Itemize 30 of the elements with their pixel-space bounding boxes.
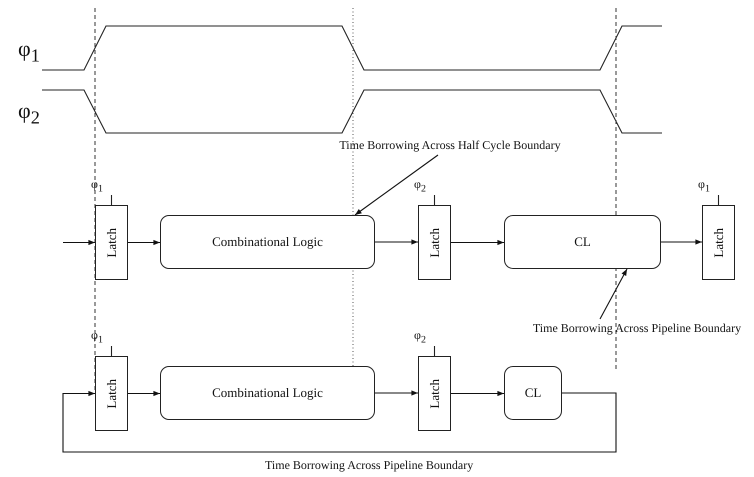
clock-label: φ$_{2}$ bbox=[414, 328, 426, 346]
callout-text: Time Borrowing Across Pipeline Boundary bbox=[520, 320, 754, 336]
logic-block: CL bbox=[504, 366, 562, 420]
callout-text: Time Borrowing Across Half Cycle Boundary bbox=[320, 137, 580, 153]
latch-box: Latch bbox=[95, 205, 128, 280]
latch-box: Latch bbox=[702, 205, 735, 280]
caption-text: Time Borrowing Across Pipeline Boundary bbox=[265, 458, 474, 473]
clock-label: φ$_{1}$ bbox=[91, 177, 103, 194]
arrow bbox=[600, 268, 628, 320]
clock-signal-label: φ$_{1}$ bbox=[18, 36, 40, 66]
arrow bbox=[375, 390, 418, 396]
latch-box: Latch bbox=[418, 205, 451, 280]
arrow bbox=[451, 390, 504, 396]
latch-box: Latch bbox=[95, 356, 128, 431]
clock-label: φ$_{1}$ bbox=[91, 328, 103, 346]
arrow bbox=[661, 239, 702, 245]
logic-block: Combinational Logic bbox=[160, 215, 375, 269]
arrow bbox=[62, 390, 617, 453]
arrow bbox=[128, 390, 160, 396]
logic-block: Combinational Logic bbox=[160, 366, 375, 420]
arrow bbox=[128, 240, 160, 246]
clock-label: φ$_{2}$ bbox=[414, 177, 426, 194]
arrow bbox=[375, 239, 418, 245]
arrow bbox=[63, 240, 95, 246]
logic-block: CL bbox=[504, 215, 661, 269]
arrow bbox=[451, 240, 504, 246]
clock-label: φ$_{1}$ bbox=[698, 177, 710, 194]
clock-signal-label: φ$_{2}$ bbox=[18, 98, 40, 128]
latch-box: Latch bbox=[418, 356, 451, 431]
arrow bbox=[354, 154, 438, 216]
